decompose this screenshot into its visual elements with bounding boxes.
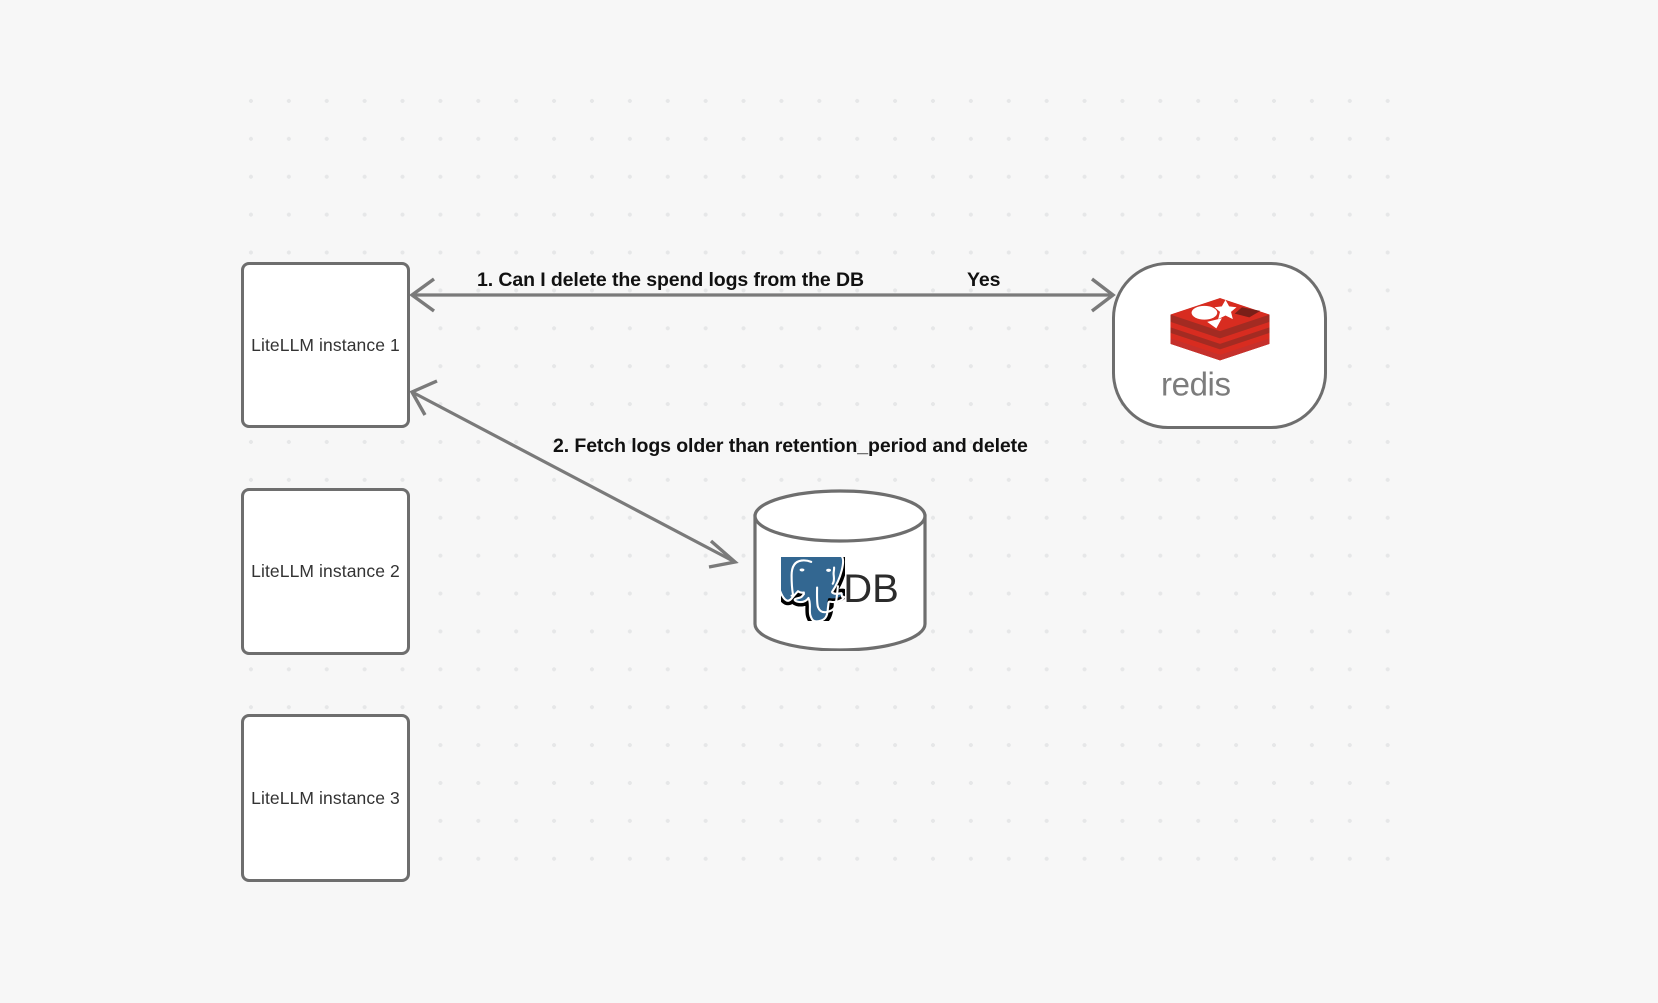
redis-logo-icon xyxy=(1165,287,1275,365)
edge-litellm1-db xyxy=(409,379,739,569)
svg-text:redis: redis xyxy=(1161,367,1231,403)
edge-litellm1-redis xyxy=(409,277,1116,313)
edge-label-step-1: 1. Can I delete the spend logs from the … xyxy=(477,269,864,291)
redis-wordmark: redis xyxy=(1161,366,1279,409)
node-label: LiteLLM instance 2 xyxy=(251,561,400,581)
node-redis[interactable]: redis xyxy=(1112,262,1327,429)
node-database[interactable]: DB xyxy=(752,489,928,651)
node-label: LiteLLM instance 3 xyxy=(251,787,400,808)
edge-label-step-2: 2. Fetch logs older than retention_perio… xyxy=(553,435,1028,457)
node-litellm-instance-3[interactable]: LiteLLM instance 3 xyxy=(241,714,410,882)
node-litellm-instance-2[interactable]: LiteLLM instance 2 xyxy=(241,488,410,655)
node-litellm-instance-1[interactable]: LiteLLM instance 1 xyxy=(241,262,410,428)
db-label: DB xyxy=(843,567,899,611)
postgresql-elephant-icon xyxy=(781,557,846,621)
edge-label-yes: Yes xyxy=(967,269,1001,291)
node-label: LiteLLM instance 1 xyxy=(251,334,400,355)
